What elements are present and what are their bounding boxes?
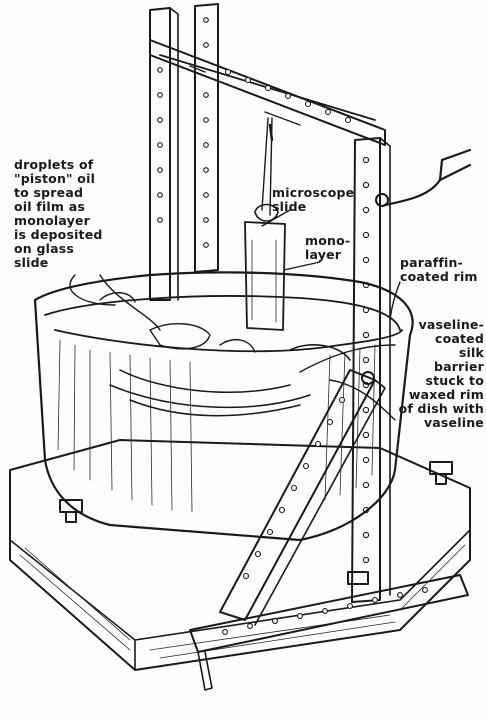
label-droplets: droplets of "piston" oil to spread oil f… [14,157,103,270]
label-vaseline-barrier: vaseline- coated silk barrier stuck to w… [398,317,484,430]
label-microscope-slide: microscope slide [272,185,355,214]
glass-dish [33,271,414,542]
bottom-strip [189,574,469,691]
front-brace [219,369,386,626]
top-crossbar [149,39,386,146]
rear-uprights [149,3,219,301]
label-paraffin-rim: paraffin- coated rim [400,255,478,284]
leader-lines [69,209,401,421]
rear-upright-holes [157,17,209,248]
microscope-slide [244,221,286,331]
slide-holder [244,117,286,331]
wooden-base [9,439,471,671]
label-monolayer: mono- layer [305,233,351,262]
crank-handle [375,148,472,207]
thumb-screws [59,461,453,585]
